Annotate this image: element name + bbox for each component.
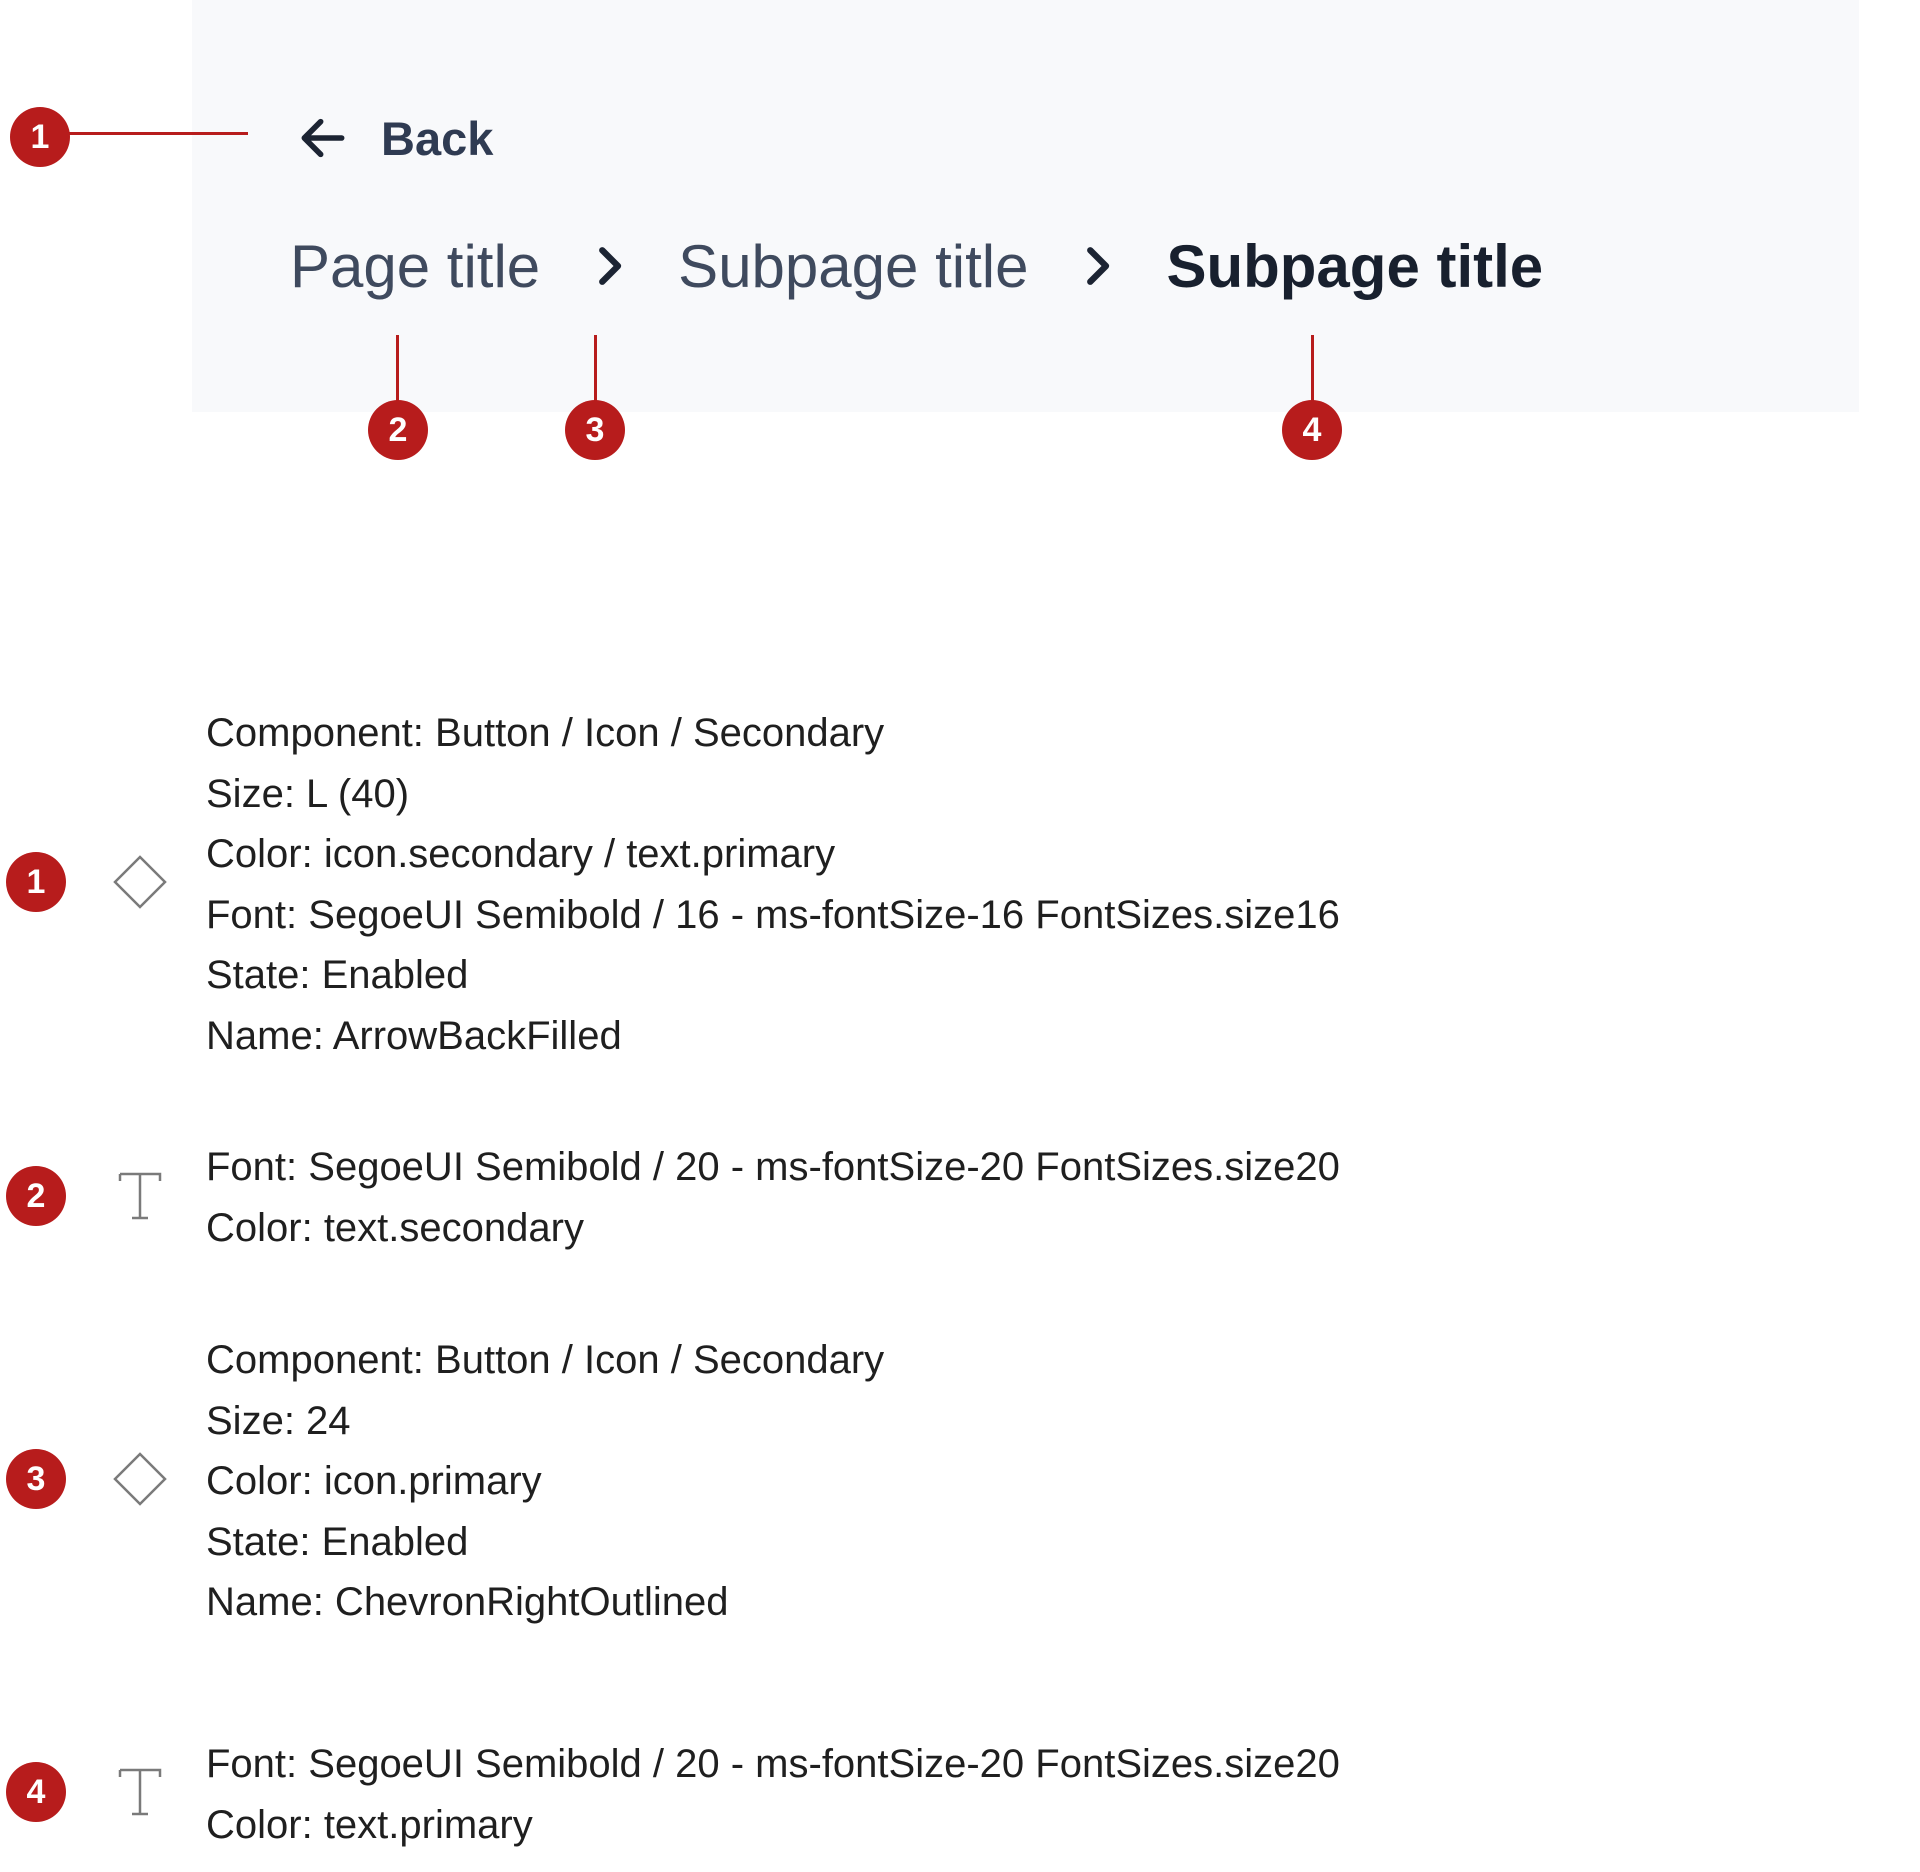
legend-line: Size: L (40) [206,771,410,816]
legend-text-3: Component: Button / Icon / Secondary Siz… [206,1330,884,1633]
back-button[interactable]: Back [295,102,493,174]
breadcrumb-subpage-title[interactable]: Subpage title [678,232,1029,300]
legend-line: Component: Button / Icon / Secondary [206,1338,885,1382]
legend-line: Color: text.secondary [206,1205,584,1250]
legend-line: Name: ArrowBackFilled [206,1013,622,1058]
legend-text-2: Font: SegoeUI Semibold / 20 - ms-fontSiz… [206,1137,1340,1258]
legend-line: Size: 24 [206,1398,351,1443]
legend-text-1: Component: Button / Icon / Secondary Siz… [206,703,1340,1066]
breadcrumb-page-title[interactable]: Page title [290,232,541,300]
callout-leader-line [594,335,597,405]
component-diamond-icon [113,1452,167,1506]
callout-marker-2: 2 [368,400,428,460]
callout-leader-line [396,335,399,405]
breadcrumb-current-title: Subpage title [1166,232,1544,300]
chevron-right-icon[interactable] [1070,239,1124,293]
back-label: Back [381,111,494,165]
component-diamond-icon [113,855,167,909]
legend-marker-1: 1 [6,852,66,912]
callout-leader-line [68,132,248,135]
text-type-icon [118,1172,162,1220]
legend-line: Name: ChevronRightOutlined [206,1580,729,1624]
legend-line: State: Enabled [206,1519,469,1564]
callout-marker-3: 3 [565,400,625,460]
legend-line: Color: icon.primary [206,1459,542,1503]
legend-marker-2: 2 [6,1166,66,1226]
legend-line: Component: Button / Icon / Secondary [206,711,885,755]
breadcrumb: Page title Subpage title Subpage title [290,226,1543,306]
chevron-right-icon[interactable] [582,239,636,293]
text-type-icon [118,1768,162,1816]
legend-marker-4: 4 [6,1762,66,1822]
callout-leader-line [1311,335,1314,405]
legend-line: Color: icon.secondary / text.primary [206,832,836,876]
breadcrumb-preview-panel [192,0,1859,412]
legend-text-4: Font: SegoeUI Semibold / 20 - ms-fontSiz… [206,1734,1340,1855]
callout-marker-4: 4 [1282,400,1342,460]
callout-marker-1: 1 [10,107,70,167]
legend-line: Color: text.primary [206,1802,533,1847]
legend-line: State: Enabled [206,953,469,997]
legend-marker-3: 3 [6,1449,66,1509]
arrow-back-icon [301,118,345,158]
legend-line: Font: SegoeUI Semibold / 20 - ms-fontSiz… [206,1145,1340,1189]
legend-line: Font: SegoeUI Semibold / 20 - ms-fontSiz… [206,1742,1340,1786]
legend-line: Font: SegoeUI Semibold / 16 - ms-fontSiz… [206,892,1340,937]
